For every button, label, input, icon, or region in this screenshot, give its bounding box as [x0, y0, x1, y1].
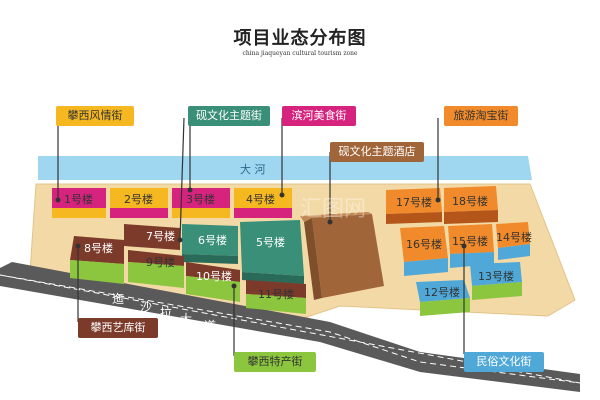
road-char-2: 沙	[140, 300, 152, 314]
page-title: 项目业态分布图	[233, 28, 367, 49]
road-char-4: 大	[180, 312, 192, 326]
road-char-3: 拉	[160, 305, 172, 320]
hotel-block[interactable]	[300, 212, 384, 300]
callout-yan-wenhua[interactable]: 砚文化主题街	[188, 106, 270, 126]
watermark: 汇图网	[300, 197, 366, 222]
building-8[interactable]: 8号楼	[70, 236, 124, 284]
building-11-label: 11号楼	[258, 287, 294, 301]
building-5[interactable]: 5号楼	[240, 220, 304, 284]
building-2-label: 2号楼	[124, 192, 153, 206]
building-11[interactable]: 11号楼	[246, 280, 306, 314]
callout-panxi-yiku[interactable]: 攀西艺库街	[78, 318, 158, 338]
building-2[interactable]: 2号楼	[110, 188, 168, 218]
building-13-label: 13号楼	[478, 269, 514, 283]
page-subtitle: china jiaqueyan cultural tourism zone	[242, 50, 358, 57]
callout-panxi-techan[interactable]: 攀西特产街	[234, 352, 316, 372]
river-label: 大 河	[240, 162, 266, 176]
building-4[interactable]: 4号楼	[234, 188, 292, 218]
building-1-label: 1号楼	[64, 192, 93, 206]
leader-lines	[55, 117, 467, 356]
building-7-label: 7号楼	[146, 229, 175, 243]
building-15[interactable]: 15号楼	[448, 224, 494, 268]
callout-lvyou-taobao-text: 旅游淘宝街	[453, 109, 509, 122]
building-8-label: 8号楼	[84, 241, 113, 255]
building-6[interactable]: 6号楼	[182, 224, 238, 264]
building-9[interactable]: 9号楼	[128, 250, 184, 288]
road-char-5: 道	[204, 319, 216, 333]
callout-panxi-techan-text: 攀西特产街	[247, 355, 303, 368]
callout-binhe-meishi-text: 滨河美食街	[291, 109, 347, 122]
building-10[interactable]: 10号楼	[186, 262, 240, 302]
building-4-label: 4号楼	[246, 192, 275, 206]
callout-panxi-yiku-text: 攀西艺库街	[90, 321, 146, 334]
building-12-label: 12号楼	[424, 285, 460, 299]
building-12[interactable]: 12号楼	[416, 280, 470, 316]
callout-panxi-fengqing-text: 攀西风情街	[67, 109, 123, 122]
building-5-label: 5号楼	[256, 235, 285, 249]
building-6-label: 6号楼	[198, 233, 227, 247]
callout-minsu-wenhua[interactable]: 民俗文化街	[464, 352, 544, 372]
building-17[interactable]: 17号楼	[386, 188, 442, 224]
callout-lvyou-taobao[interactable]: 旅游淘宝街	[444, 106, 518, 126]
building-10-label: 10号楼	[196, 269, 232, 283]
callout-yan-wenhua-text: 砚文化主题街	[196, 109, 262, 122]
callout-yan-hotel[interactable]: 砚文化主题酒店	[330, 142, 424, 162]
building-14[interactable]: 14号楼	[496, 222, 532, 260]
building-17-label: 17号楼	[396, 195, 432, 209]
building-13[interactable]: 13号楼	[470, 262, 522, 300]
callout-yan-hotel-text: 砚文化主题酒店	[338, 145, 416, 158]
building-18[interactable]: 18号楼	[444, 186, 498, 224]
callout-panxi-fengqing[interactable]: 攀西风情街	[56, 106, 134, 126]
building-7[interactable]: 7号楼	[124, 224, 180, 250]
building-1[interactable]: 1号楼	[52, 188, 106, 218]
callout-minsu-wenhua-text: 民俗文化街	[476, 355, 532, 368]
building-16[interactable]: 16号楼	[400, 226, 448, 276]
callout-binhe-meishi[interactable]: 滨河美食街	[282, 106, 356, 126]
building-18-label: 18号楼	[452, 194, 488, 208]
building-14-label: 14号楼	[496, 230, 532, 244]
building-16-label: 16号楼	[406, 237, 442, 251]
building-3-label: 3号楼	[186, 192, 215, 206]
road-char-1: 迤	[112, 291, 124, 306]
building-15-label: 15号楼	[452, 234, 488, 248]
river: 大 河	[38, 156, 532, 180]
building-3[interactable]: 3号楼	[172, 188, 230, 218]
road: 迤 沙 拉 大 道	[0, 262, 581, 392]
building-9-label: 9号楼	[146, 255, 175, 269]
